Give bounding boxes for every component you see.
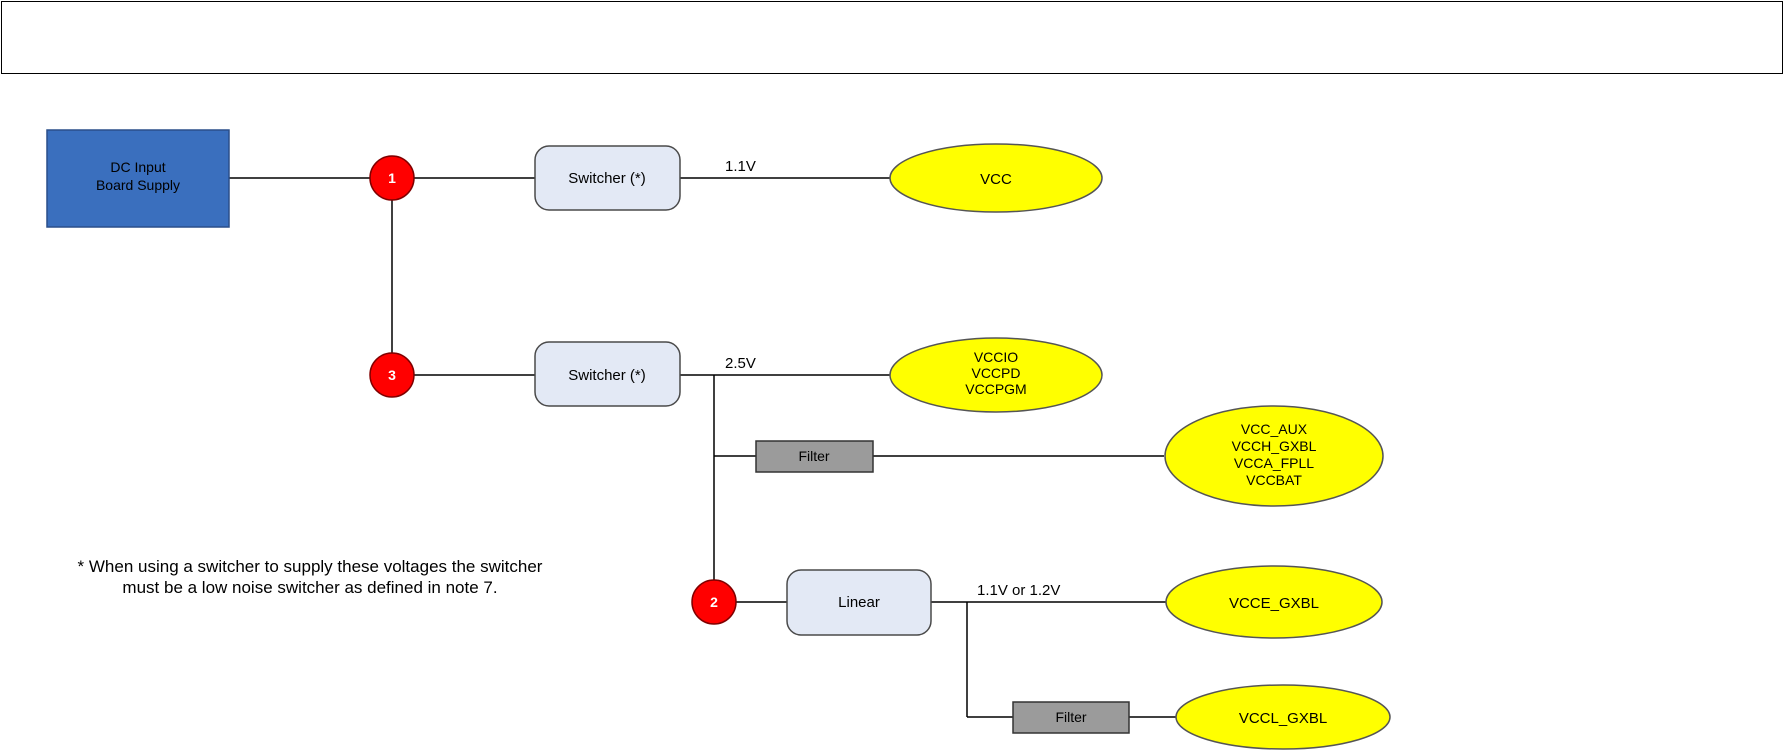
- source-label-line2: Board Supply: [96, 177, 180, 193]
- rail-aux-group: VCC_AUX VCCH_GXBL VCCA_FPLL VCCBAT: [1164, 405, 1384, 507]
- node-3: 3: [369, 352, 415, 398]
- switcher-mid-label: Switcher (*): [568, 367, 646, 384]
- switcher-top: Switcher (*): [534, 145, 681, 211]
- rail-vcch-gxbl-label: VCCH_GXBL: [1232, 438, 1317, 454]
- node-1-label: 1: [388, 170, 396, 186]
- switcher-mid: Switcher (*): [534, 341, 681, 407]
- rail-vccpd-label: VCCPD: [971, 365, 1020, 381]
- rail-io-group: VCCIO VCCPD VCCPGM: [889, 337, 1103, 413]
- linear-label: Linear: [838, 594, 880, 611]
- rail-vccl: VCCL_GXBL: [1175, 684, 1391, 750]
- rail-vccl-label: VCCL_GXBL: [1239, 710, 1327, 727]
- dc-input-source: DC Input Board Supply: [46, 129, 230, 228]
- linear-regulator: Linear: [786, 569, 932, 636]
- filter-bottom: Filter: [1012, 701, 1130, 734]
- node-3-label: 3: [388, 367, 396, 383]
- node-2-label: 2: [710, 594, 718, 610]
- filter-bottom-label: Filter: [1055, 709, 1086, 725]
- filter-top: Filter: [755, 440, 874, 473]
- rail-vcc-label: VCC: [980, 171, 1012, 188]
- rail-vcc-aux-label: VCC_AUX: [1241, 421, 1308, 437]
- rail-vcca-fpll-label: VCCA_FPLL: [1234, 455, 1314, 471]
- voltage-label-top: 1.1V: [725, 158, 756, 175]
- switcher-top-label: Switcher (*): [568, 170, 646, 187]
- rail-vcc: VCC: [889, 143, 1103, 213]
- connector-lines: [229, 177, 1176, 718]
- voltage-label-mid: 2.5V: [725, 355, 756, 372]
- node-2: 2: [691, 579, 737, 625]
- rail-vccpgm-label: VCCPGM: [965, 381, 1026, 397]
- footnote-line1: * When using a switcher to supply these …: [77, 557, 543, 576]
- footnote-line2: must be a low noise switcher as defined …: [122, 578, 498, 597]
- title-frame: [1, 1, 1783, 74]
- rail-vcce-label: VCCE_GXBL: [1229, 595, 1319, 612]
- voltage-label-linear: 1.1V or 1.2V: [977, 582, 1060, 599]
- rail-vcce: VCCE_GXBL: [1165, 565, 1383, 639]
- node-1: 1: [369, 155, 415, 201]
- rail-vccio-label: VCCIO: [974, 349, 1018, 365]
- source-label-line1: DC Input: [110, 159, 165, 175]
- filter-top-label: Filter: [798, 448, 829, 464]
- footnote: * When using a switcher to supply these …: [20, 556, 600, 598]
- rail-vccbat-label: VCCBAT: [1246, 472, 1302, 488]
